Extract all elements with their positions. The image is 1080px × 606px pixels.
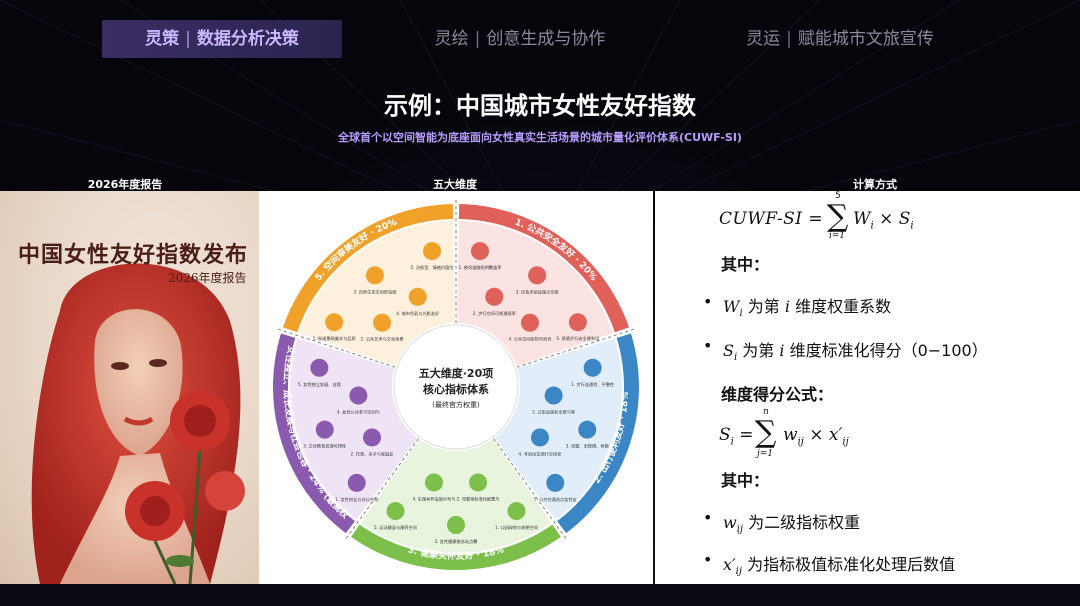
indicator-icon-1-1 xyxy=(470,242,489,261)
indicator-icon-3-4 xyxy=(424,473,443,492)
weight-description: Wi 为第 i 维度权重系数 xyxy=(703,292,891,319)
indicator-label: 3. 自然生态空间舒适度 xyxy=(353,288,397,295)
wheel-center-text-1: 五大维度·20项 xyxy=(419,366,494,380)
indicator-icon-2-3 xyxy=(578,420,597,439)
indicator-label: 2. 过街设施安全度与等 xyxy=(532,409,575,416)
page-subtitle: 全球首个以空间智能为底座面向女性真实生活场景的城市量化评价体系(CUWF-SI) xyxy=(338,131,742,144)
indicator-label: 3. 应急求助设施点位密 xyxy=(516,288,559,295)
indicator-label: 2. 步行空间可视通视率 xyxy=(473,310,516,317)
dimension-sector-4 xyxy=(290,338,418,520)
indicator-icon-4-1 xyxy=(347,473,366,492)
bottom-bar xyxy=(0,584,1080,606)
tab-separator: | xyxy=(786,29,792,49)
score-description: Si 为第 i 维度标准化得分（0−100） xyxy=(703,336,988,363)
indicator-icon-2-4 xyxy=(531,428,550,447)
wheel-center-text-2: 核心指标体系 xyxy=(423,382,489,396)
indicator-icon-3-1 xyxy=(507,502,526,521)
indicator-icon-1-3 xyxy=(528,266,547,285)
indicator-icon-4-5 xyxy=(310,358,329,377)
dimension-ring-2 xyxy=(557,333,639,534)
indicator-icon-3-5 xyxy=(386,502,405,521)
dimensions-wheel-panel: 1. 夜间道路照明覆盖率 2. 步行空间可视通视率 3. 应急求助设施点位密 4. 公… xyxy=(259,191,653,584)
tab-lingce-desc: 数据分析决策 xyxy=(196,29,299,49)
indicator-icon-5-4 xyxy=(408,287,427,306)
indicator-icon-2-5 xyxy=(546,473,565,492)
indicator-icon-1-5 xyxy=(568,313,587,332)
indicator-icon-4-4 xyxy=(349,386,368,405)
section-label-report: 2026年度报告 xyxy=(87,178,163,191)
indicator-icon-2-1 xyxy=(583,358,602,377)
calculation-panel: CUWF-SI = ∑ 5 i=1 Wi × Si 其中： Wi 为第 i 维度… xyxy=(655,191,1080,584)
indicator-icon-5-2 xyxy=(373,313,392,332)
indicator-label: 4. 公共空间安防布局合 xyxy=(508,336,552,343)
tab-separator: | xyxy=(185,29,191,49)
tab-separator: | xyxy=(474,29,481,49)
where-label-1: 其中： xyxy=(721,255,770,274)
tab-lingyun-desc: 赋能城市文旅宣传 xyxy=(797,29,934,49)
top-nav: 灵策|数据分析决策 灵绘|创意生成与协作 灵运|赋能城市文旅宣传 xyxy=(0,14,1080,64)
indicator-label: 1. 女性创业与办公空间 xyxy=(335,496,378,503)
report-subtitle: 2026年度报告 xyxy=(168,271,247,285)
indicator-label: 3. 文化教育资源可得性 xyxy=(303,443,346,450)
indicator-label: 5. 易感步行安全便利设 xyxy=(556,335,600,342)
indicator-label: 2. 托育、亲子与家庭友 xyxy=(350,450,393,457)
indicator-weight-description: wij 为二级指标权重 xyxy=(703,508,860,535)
indicator-label: 5. 运动健身与康养空间 xyxy=(374,524,417,531)
where-label-2: 其中： xyxy=(721,471,770,490)
tab-lingce-name: 灵策 xyxy=(145,29,180,49)
indicator-icon-1-2 xyxy=(485,287,504,306)
wheel-center xyxy=(393,324,519,450)
wheel-center-text-3: (最终官方权重) xyxy=(432,400,480,409)
tab-linghui-desc: 创意生成与协作 xyxy=(486,29,606,49)
report-cover: 中国女性友好指数发布 2026年度报告 xyxy=(0,191,259,584)
normalized-value-description: x′ij 为指标极值标准化处理后数值 xyxy=(703,550,955,577)
tab-linghui-name: 灵绘 xyxy=(434,29,469,49)
dimension-ring-1 xyxy=(458,204,630,333)
indicator-label: 3. 母婴、无障碍、休憩 xyxy=(566,443,610,450)
dimension-ring-4 xyxy=(272,333,355,534)
dimensions-wheel: 1. 夜间道路照明覆盖率 2. 步行空间可视通视率 3. 应急求助设施点位密 4. 公… xyxy=(259,191,639,570)
dimension-score-label: 维度得分公式： xyxy=(721,385,834,404)
indicator-icon-4-2 xyxy=(362,428,381,447)
indicator-icon-5-1 xyxy=(325,313,344,332)
indicator-icon-2-2 xyxy=(544,386,563,405)
tab-linghui[interactable]: 灵绘|创意生成与协作 xyxy=(400,20,640,58)
dimension-sector-2 xyxy=(494,338,622,520)
tab-lingyun[interactable]: 灵运|赋能城市文旅宣传 xyxy=(710,20,970,58)
indicator-label: 5. 女性独立发展、自我 xyxy=(298,381,342,388)
tab-lingyun-name: 灵运 xyxy=(746,29,781,49)
section-label-calculation: 计算方式 xyxy=(853,178,897,191)
indicator-label: 4. 女性公共参与空间与 xyxy=(337,409,380,416)
indicator-label: 1. 街道景观美学与品质 xyxy=(313,335,356,342)
report-title: 中国女性友好指数发布 xyxy=(18,242,249,268)
indicator-label: 1. 公园绿地与休憩空间 xyxy=(495,524,538,531)
portrait-illustration xyxy=(31,263,245,584)
tab-lingce[interactable]: 灵策|数据分析决策 xyxy=(102,20,342,58)
indicator-icon-5-3 xyxy=(365,266,384,285)
indicator-label: 3. 女性健康服务站点覆 xyxy=(434,538,478,545)
dimension-ring-3 xyxy=(351,524,561,570)
indicator-label: 2. 公共艺术与文化场景 xyxy=(361,336,404,343)
indicator-label: 2. 母婴室标准化配置与 xyxy=(457,495,500,502)
indicator-icon-1-4 xyxy=(520,313,539,332)
indicator-label: 1. 步行连通性、平整性 xyxy=(571,381,614,388)
page-title: 示例：中国城市女性友好指数 xyxy=(384,92,696,120)
indicator-icon-3-3 xyxy=(447,516,465,534)
indicator-label: 4. 生理关怀设施分布与 xyxy=(412,495,455,502)
indicator-icon-3-2 xyxy=(469,473,488,492)
indicator-icon-5-5 xyxy=(423,242,442,261)
indicator-label: 4. 城市色彩与光影友好 xyxy=(396,310,439,317)
indicator-label: 5. 治愈型、情绪价值空 xyxy=(411,264,454,271)
indicator-icon-4-3 xyxy=(315,420,334,439)
indicator-label: 1. 夜间道路照明覆盖率 xyxy=(458,264,501,271)
section-label-dimensions: 五大维度 xyxy=(433,178,477,191)
dimension-sector-3 xyxy=(360,439,552,553)
indicator-label: 4. 非机动车骑行空间安 xyxy=(518,450,561,457)
dimension-ring-5 xyxy=(282,204,454,333)
indicator-label: 5. 公共交通站点女性友 xyxy=(534,496,577,503)
